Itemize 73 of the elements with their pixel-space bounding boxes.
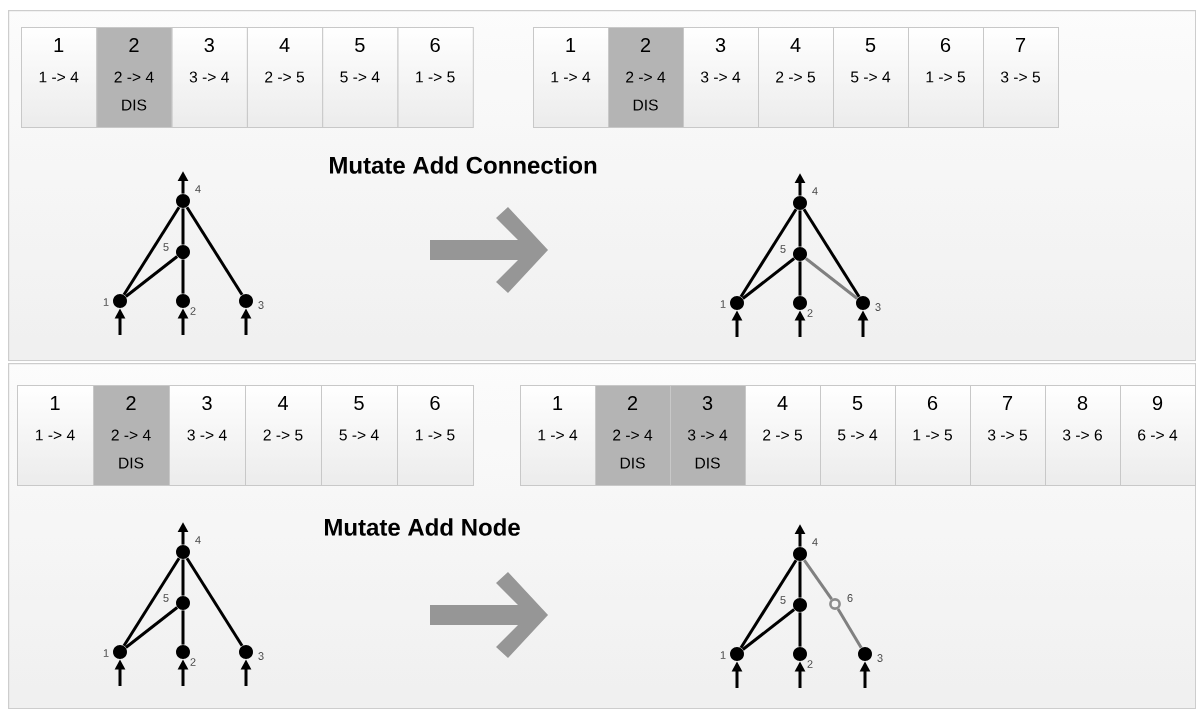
node-number: 5 xyxy=(780,596,786,604)
node-number: 5 xyxy=(780,245,786,253)
gene-box: 3 3 -> 4 xyxy=(171,27,248,128)
gene-box: 5 5 -> 4 xyxy=(833,27,909,128)
connection-line xyxy=(185,557,244,647)
node-number: 5 xyxy=(163,243,169,251)
connection-line xyxy=(804,257,859,300)
node-number: 3 xyxy=(875,303,881,311)
connection-line xyxy=(739,559,798,649)
connection-line xyxy=(741,257,796,300)
gene-box: 7 3 -> 5 xyxy=(983,27,1059,128)
gene-box: 1 1 -> 4 xyxy=(520,385,596,486)
connection-line xyxy=(122,557,181,647)
gene-box: 4 2 -> 5 xyxy=(245,385,322,486)
gene-box: 7 3 -> 5 xyxy=(970,385,1046,486)
gene-box: 9 6 -> 4 xyxy=(1120,385,1196,486)
gene-box: 4 2 -> 5 xyxy=(745,385,821,486)
connection-line xyxy=(185,206,244,296)
gene-box: 5 5 -> 4 xyxy=(820,385,896,486)
connection-line xyxy=(181,208,185,245)
connection-line xyxy=(836,608,863,649)
connection-line xyxy=(181,610,185,645)
node-number: 6 xyxy=(847,594,853,602)
gene-box: 2 2 -> 4 DIS xyxy=(608,27,684,128)
gene-box: 3 3 -> 4 xyxy=(683,27,759,128)
node-number: 1 xyxy=(103,298,109,306)
connection-line xyxy=(798,612,802,647)
connection-line xyxy=(181,559,185,596)
gene-box: 1 1 -> 4 xyxy=(533,27,609,128)
node-number: 1 xyxy=(720,300,726,308)
node-number: 2 xyxy=(190,658,196,666)
gene-box: 2 2 -> 4 DIS xyxy=(96,27,173,128)
connection-line xyxy=(802,208,861,298)
gene-box: 3 3 -> 4 DIS xyxy=(670,385,746,486)
gene-box: 2 2 -> 4 DIS xyxy=(93,385,170,486)
gene-box: 2 2 -> 4 DIS xyxy=(595,385,671,486)
panel-title: Mutate Add Connection xyxy=(330,156,597,174)
gene-box: 8 3 -> 6 xyxy=(1045,385,1121,486)
connection-line xyxy=(741,608,796,651)
connection-line xyxy=(798,210,802,247)
gene-box: 4 2 -> 5 xyxy=(246,27,324,128)
node-number: 4 xyxy=(812,538,818,546)
gene-box: 1 1 -> 4 xyxy=(21,27,98,128)
gene-box: 3 3 -> 4 xyxy=(169,385,246,486)
node-number: 4 xyxy=(812,187,818,195)
gene-box: 6 1 -> 5 xyxy=(397,27,474,128)
node-number: 5 xyxy=(163,594,169,602)
node-number: 4 xyxy=(195,536,201,544)
node-number: 1 xyxy=(103,649,109,657)
connection-line xyxy=(798,261,802,296)
connection-line xyxy=(739,208,798,298)
panel-title: Mutate Add Node xyxy=(325,518,520,536)
node-number: 3 xyxy=(877,654,883,662)
connection-line xyxy=(122,206,181,296)
gene-box: 5 5 -> 4 xyxy=(322,27,399,128)
connection-line xyxy=(124,255,179,298)
gene-box: 6 1 -> 5 xyxy=(397,385,474,486)
gene-box: 6 1 -> 5 xyxy=(908,27,984,128)
connection-line xyxy=(803,559,833,601)
node-number: 3 xyxy=(258,652,264,660)
connection-line xyxy=(181,259,185,294)
node-number: 2 xyxy=(807,660,813,668)
node-number: 2 xyxy=(807,309,813,317)
connection-line xyxy=(124,606,179,649)
node-number: 2 xyxy=(190,307,196,315)
connection-line xyxy=(798,561,802,598)
gene-box: 6 1 -> 5 xyxy=(895,385,971,486)
gene-box: 5 5 -> 4 xyxy=(321,385,398,486)
node-number: 4 xyxy=(195,185,201,193)
node-number: 3 xyxy=(258,301,264,309)
gene-box: 1 1 -> 4 xyxy=(17,385,94,486)
gene-box: 4 2 -> 5 xyxy=(758,27,834,128)
node-number: 1 xyxy=(720,651,726,659)
